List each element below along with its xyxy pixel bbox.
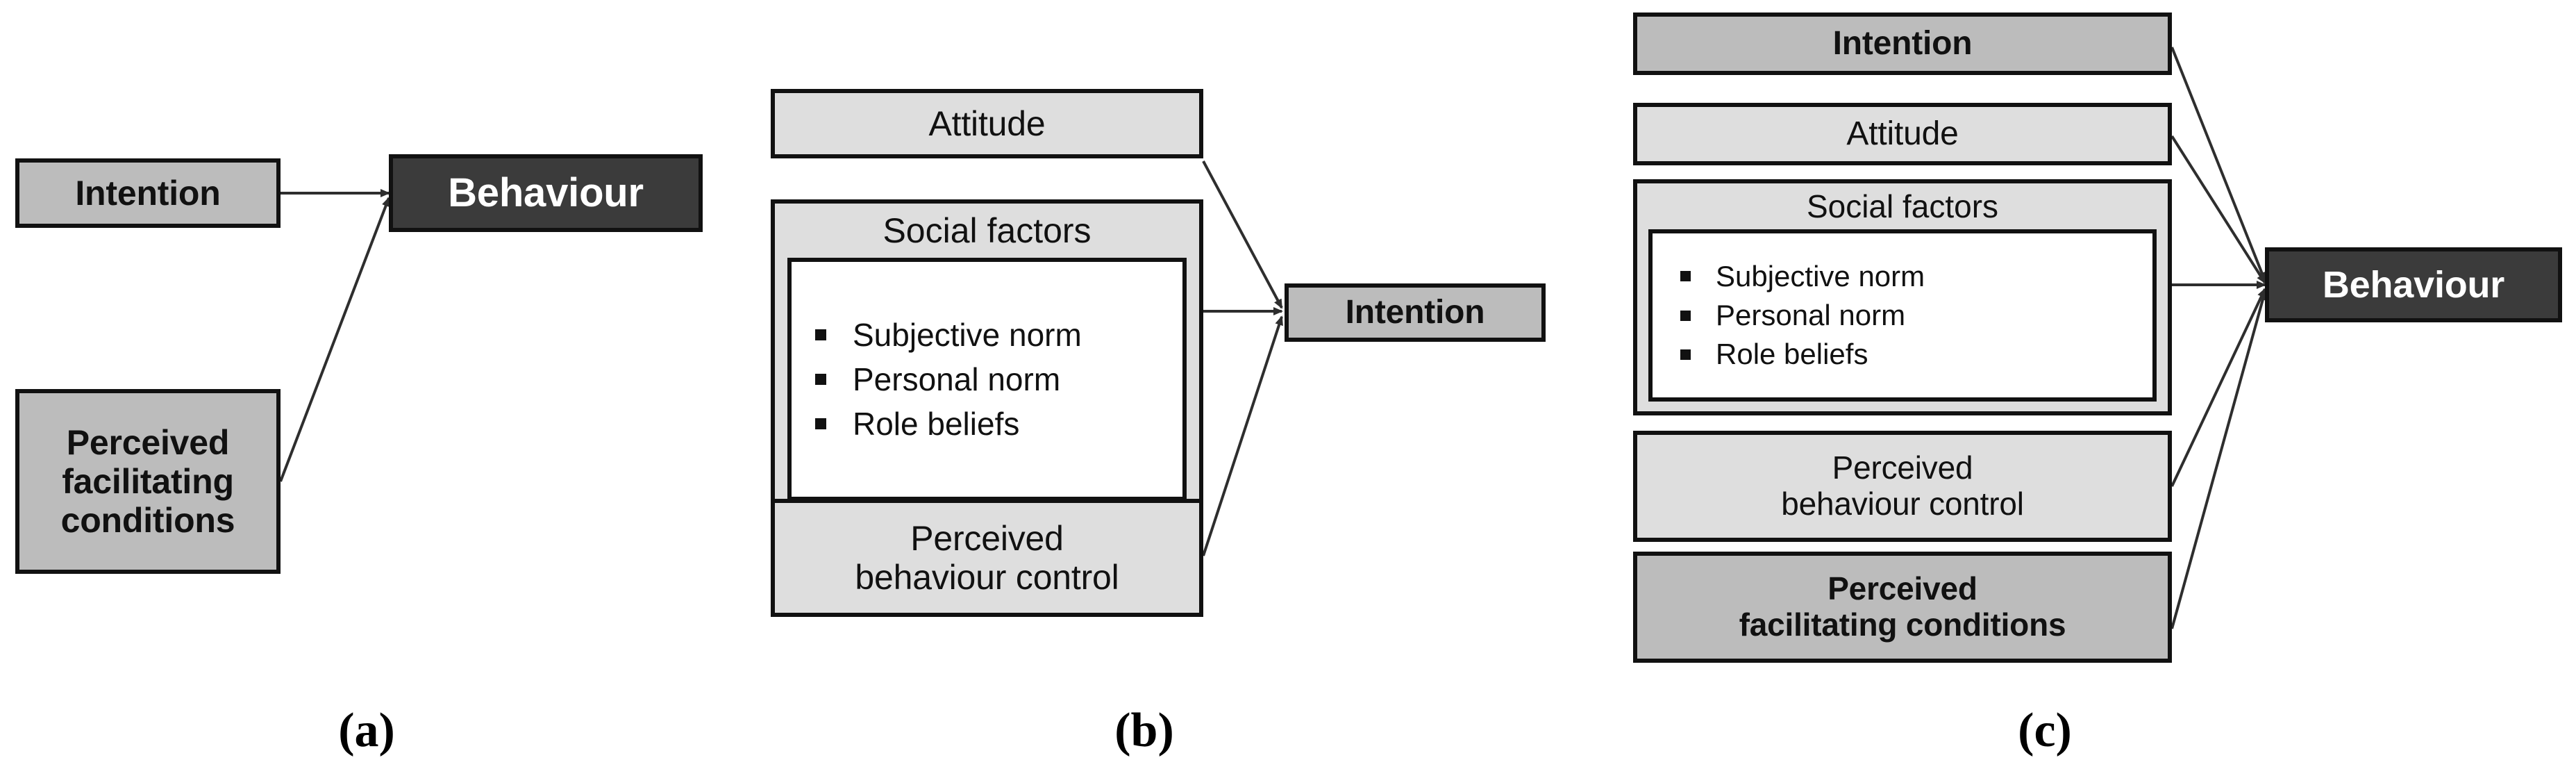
panel-a-pfc-line-3: conditions bbox=[60, 501, 235, 540]
panel-b-node-attitude[interactable]: Attitude bbox=[771, 89, 1203, 158]
panel-c-behaviour-label: Behaviour bbox=[2322, 263, 2505, 306]
panel-c-social-factor-item-1: Personal norm bbox=[1716, 298, 1906, 331]
panel-c-node-attitude[interactable]: Attitude bbox=[1633, 103, 2172, 165]
panel-c-intention-label: Intention bbox=[1832, 25, 1973, 63]
panel-c-node-perceived-facilitating-conditions[interactable]: Perceived facilitating conditions bbox=[1633, 552, 2172, 663]
panel-a-caption: (a) bbox=[338, 704, 395, 757]
panel-a-behaviour-label: Behaviour bbox=[448, 170, 644, 215]
list-item: Role beliefs bbox=[815, 407, 1182, 440]
bullet-square-icon bbox=[1680, 271, 1691, 282]
panel-a-node-behaviour[interactable]: Behaviour bbox=[389, 154, 703, 232]
bullet-square-icon bbox=[1680, 349, 1691, 360]
panel-b-social-factor-item-1: Personal norm bbox=[853, 361, 1061, 397]
panel-b-social-factor-item-2: Role beliefs bbox=[853, 406, 1020, 443]
panel-b-pbc-line-1: Perceived bbox=[910, 519, 1064, 558]
panel-c-social-factors-title: Social factors bbox=[1806, 188, 1999, 224]
panel-a-pfc-line-2: facilitating bbox=[62, 462, 234, 501]
panel-c-node-social-factors[interactable]: Social factors Subjective norm Personal … bbox=[1633, 179, 2172, 415]
list-item: Personal norm bbox=[815, 363, 1182, 396]
list-item: Subjective norm bbox=[815, 316, 1182, 353]
panel-a-node-perceived-facilitating-conditions[interactable]: Perceived facilitating conditions bbox=[15, 389, 281, 574]
panel-b-social-factors-list: Subjective norm Personal norm Role belie… bbox=[787, 258, 1187, 501]
bullet-square-icon bbox=[815, 329, 826, 340]
list-item: Personal norm bbox=[1680, 298, 2152, 331]
panel-c-social-factors-list: Subjective norm Personal norm Role belie… bbox=[1648, 229, 2157, 402]
panel-a-intention-label: Intention bbox=[75, 174, 221, 213]
panel-c-caption: (c) bbox=[2018, 704, 2072, 757]
panel-a-node-intention[interactable]: Intention bbox=[15, 158, 281, 228]
panel-b-node-intention[interactable]: Intention bbox=[1285, 283, 1546, 342]
panel-b-social-factor-item-0: Subjective norm bbox=[853, 316, 1082, 353]
panel-b-social-factors-title: Social factors bbox=[883, 211, 1092, 250]
panel-a: Intention Behaviour Perceived facilitati… bbox=[0, 0, 736, 776]
panel-b-node-social-factors[interactable]: Social factors Subjective norm Personal … bbox=[771, 199, 1203, 518]
panel-b-intention-label: Intention bbox=[1345, 294, 1485, 331]
bullet-square-icon bbox=[1680, 310, 1691, 321]
panel-b-attitude-label: Attitude bbox=[928, 104, 1046, 143]
panel-c-node-intention[interactable]: Intention bbox=[1633, 13, 2172, 75]
panel-c-social-factor-item-2: Role beliefs bbox=[1716, 338, 1868, 371]
panel-a-pfc-line-1: Perceived bbox=[66, 423, 230, 462]
bullet-square-icon bbox=[815, 418, 826, 430]
panel-b-pbc-line-2: behaviour control bbox=[855, 558, 1119, 597]
panel-c-social-factor-item-0: Subjective norm bbox=[1716, 259, 1925, 292]
panel-c-node-behaviour[interactable]: Behaviour bbox=[2265, 247, 2562, 322]
panel-c-pbc-line-1: Perceived bbox=[1832, 449, 1973, 486]
panel-b-node-perceived-behaviour-control[interactable]: Perceived behaviour control bbox=[771, 499, 1203, 617]
list-item: Role beliefs bbox=[1680, 338, 2152, 371]
panel-c-pfc-line-1: Perceived bbox=[1828, 570, 1977, 607]
panel-c: Intention Attitude Social factors Subjec… bbox=[1597, 0, 2576, 776]
panel-c-node-perceived-behaviour-control[interactable]: Perceived behaviour control bbox=[1633, 431, 2172, 542]
list-item: Subjective norm bbox=[1680, 261, 2152, 292]
bullet-square-icon bbox=[815, 373, 826, 385]
panel-b: Attitude Social factors Subjective norm … bbox=[736, 0, 1597, 776]
panel-b-caption: (b) bbox=[1114, 704, 1174, 757]
panel-c-pbc-line-2: behaviour control bbox=[1781, 486, 2024, 522]
panel-c-attitude-label: Attitude bbox=[1846, 115, 1959, 153]
panel-c-pfc-line-2: facilitating conditions bbox=[1739, 606, 2066, 643]
